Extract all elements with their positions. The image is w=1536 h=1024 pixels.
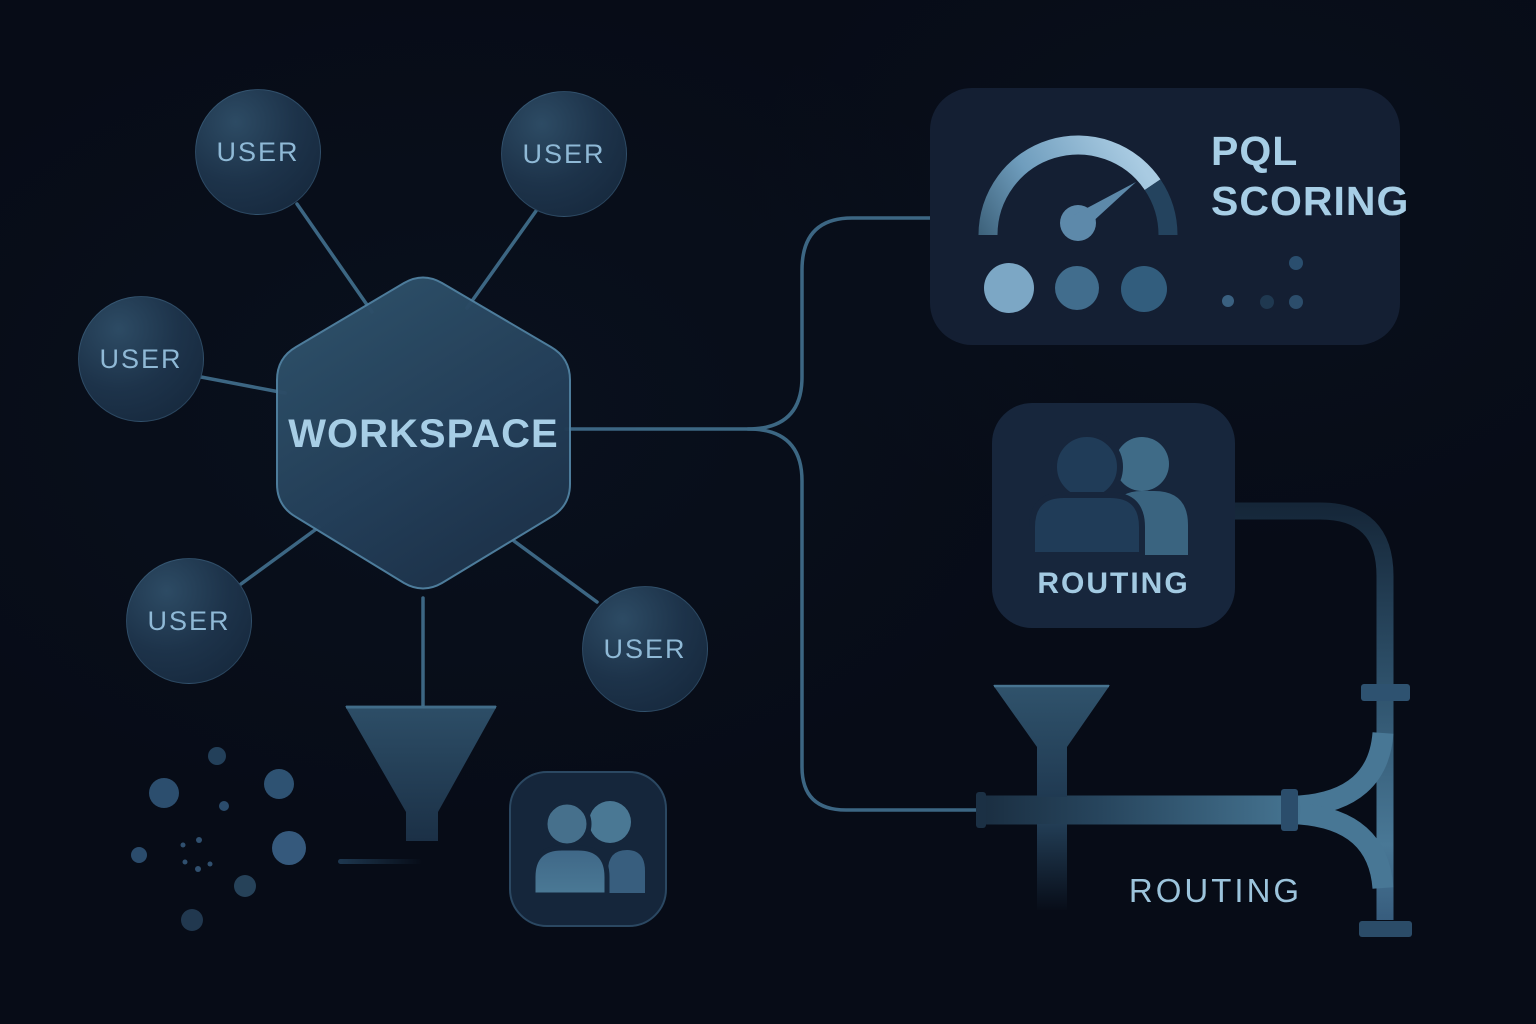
pipe-branch-up (1298, 731, 1394, 817)
user-node-label: USER (522, 138, 606, 169)
user-node-4: USER (126, 558, 252, 684)
connector-user-bottomleft (239, 525, 321, 586)
workspace-hexagon (276, 276, 571, 590)
people-icon (530, 799, 645, 898)
user-node-label: USER (603, 633, 687, 664)
pipe-from-routing-card (1234, 502, 1394, 920)
user-node-3: USER (78, 296, 204, 422)
user-node-5: USER (582, 586, 708, 712)
pql-title-line1: PQL (1211, 128, 1299, 174)
people-badge-card (509, 771, 667, 927)
score-dots (1222, 256, 1303, 309)
people-icon (1029, 431, 1188, 558)
user-node-label: USER (147, 605, 231, 636)
pql-title-line2: SCORING (1211, 178, 1410, 224)
connector-user-topleft (295, 202, 374, 314)
pipe-end-cap (976, 792, 986, 828)
user-node-label: USER (99, 343, 183, 374)
pipe-coupling (1281, 789, 1298, 831)
gauge-icon (978, 135, 1303, 313)
user-node-label: USER (216, 136, 300, 167)
connector-lines (199, 202, 982, 812)
pipe-flange-bottom (1359, 921, 1412, 937)
funnel-icon (338, 705, 497, 864)
pql-card-title: PQL SCORING (1211, 126, 1409, 226)
pipe-branch-down (1298, 803, 1394, 890)
funnel-underline (338, 859, 422, 864)
connector-to-pipe (746, 427, 982, 812)
pipe-stub (1037, 824, 1067, 910)
connector-to-pql (564, 216, 933, 431)
dot-cluster (131, 747, 306, 931)
connector-user-bottomright (512, 539, 599, 604)
routing-card: ROUTING (992, 403, 1235, 628)
pipeline-label: ROUTING (1128, 872, 1303, 909)
user-node-1: USER (195, 89, 321, 215)
connector-user-left (199, 375, 287, 395)
pipe-flange-mid (1361, 684, 1410, 701)
routing-pipe (976, 502, 1412, 937)
connector-user-topright (465, 209, 538, 310)
pql-scoring-card: PQL SCORING (930, 88, 1408, 345)
user-node-2: USER (501, 91, 627, 217)
score-circles (984, 263, 1167, 313)
pipe-funnel-icon (993, 685, 1110, 797)
routing-card-label: ROUTING (1037, 567, 1190, 600)
workspace-node-label: WORKSPACE (288, 412, 559, 456)
